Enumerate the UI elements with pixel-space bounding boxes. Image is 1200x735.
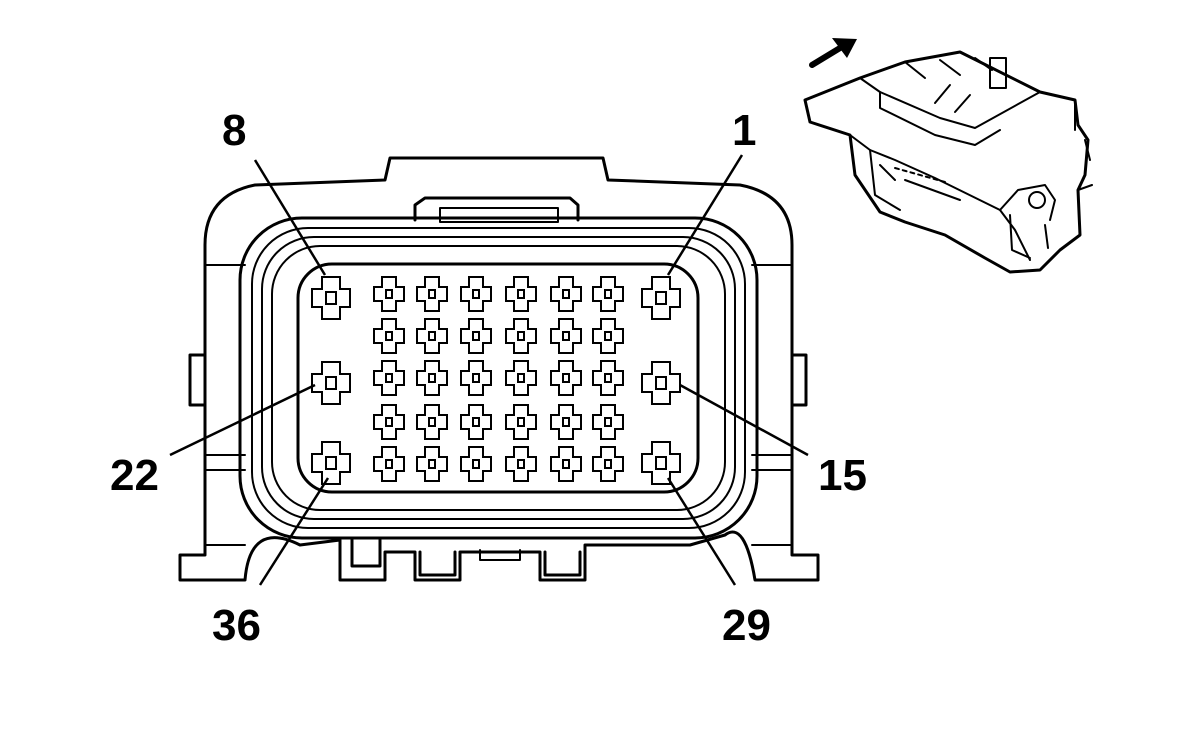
cavity-r3c4-inner [517,373,525,383]
leader-pin15 [679,383,809,457]
label-pin15: 15 [818,451,867,500]
cavity-r2c2-inner [428,331,436,341]
terminal-cavities [311,276,681,485]
cavity-r3c5-inner [562,373,570,383]
large-cavity-3-inner [325,456,337,470]
large-cavity-4-inner [655,291,667,305]
cavity-r5c2-inner [428,459,436,469]
label-pin29: 29 [722,601,771,650]
leader-pin29 [666,477,737,586]
cavity-r2c3-inner [472,331,480,341]
cavity-r3c3-inner [472,373,480,383]
cavity-r4c4-inner [517,417,525,427]
left-latch [188,353,207,407]
cavity-r1c3-inner [472,289,480,299]
label-pin36: 36 [212,601,261,650]
connector-face-view: 8 1 22 15 36 29 [110,106,867,650]
cavity-r4c3-inner [472,417,480,427]
terminal-face [296,262,700,494]
cavity-r1c6-inner [604,289,612,299]
label-pin8: 8 [222,106,246,155]
cavity-r5c4-inner [517,459,525,469]
label-pin22: 22 [110,451,159,500]
cavity-r5c1-inner [385,459,393,469]
cavity-r3c2-inner [428,373,436,383]
cavity-r2c5-inner [562,331,570,341]
leader-pin22 [169,383,316,457]
cavity-r4c5-inner [562,417,570,427]
cavity-r3c6-inner [604,373,612,383]
leader-pin1 [666,154,744,276]
arrow-icon [809,38,857,68]
cavity-r1c4-inner [517,289,525,299]
right-latch [790,353,808,407]
cavity-r4c6-inner [604,417,612,427]
cavity-r4c2-inner [428,417,436,427]
top-tab [413,196,580,222]
cavity-r5c3-inner [472,459,480,469]
cavity-r4c1-inner [385,417,393,427]
cavity-r5c5-inner [562,459,570,469]
leader-pin36 [258,477,330,586]
seal-ring-outer [238,216,759,540]
connector-isometric-view [803,38,1093,274]
cavity-r2c6-inner [604,331,612,341]
cavity-r5c6-inner [604,459,612,469]
leader-pin8 [253,159,327,276]
large-cavity-2-inner [325,376,337,390]
label-pin1: 1 [732,106,756,155]
cavity-r1c5-inner [562,289,570,299]
cavity-r1c2-inner [428,289,436,299]
cavity-r1c1-inner [385,289,393,299]
large-cavity-5-inner [655,376,667,390]
large-cavity-6-inner [655,456,667,470]
cavity-r2c4-inner [517,331,525,341]
cavity-r3c1-inner [385,373,393,383]
cavity-r2c1-inner [385,331,393,341]
large-cavity-1-inner [325,291,337,305]
